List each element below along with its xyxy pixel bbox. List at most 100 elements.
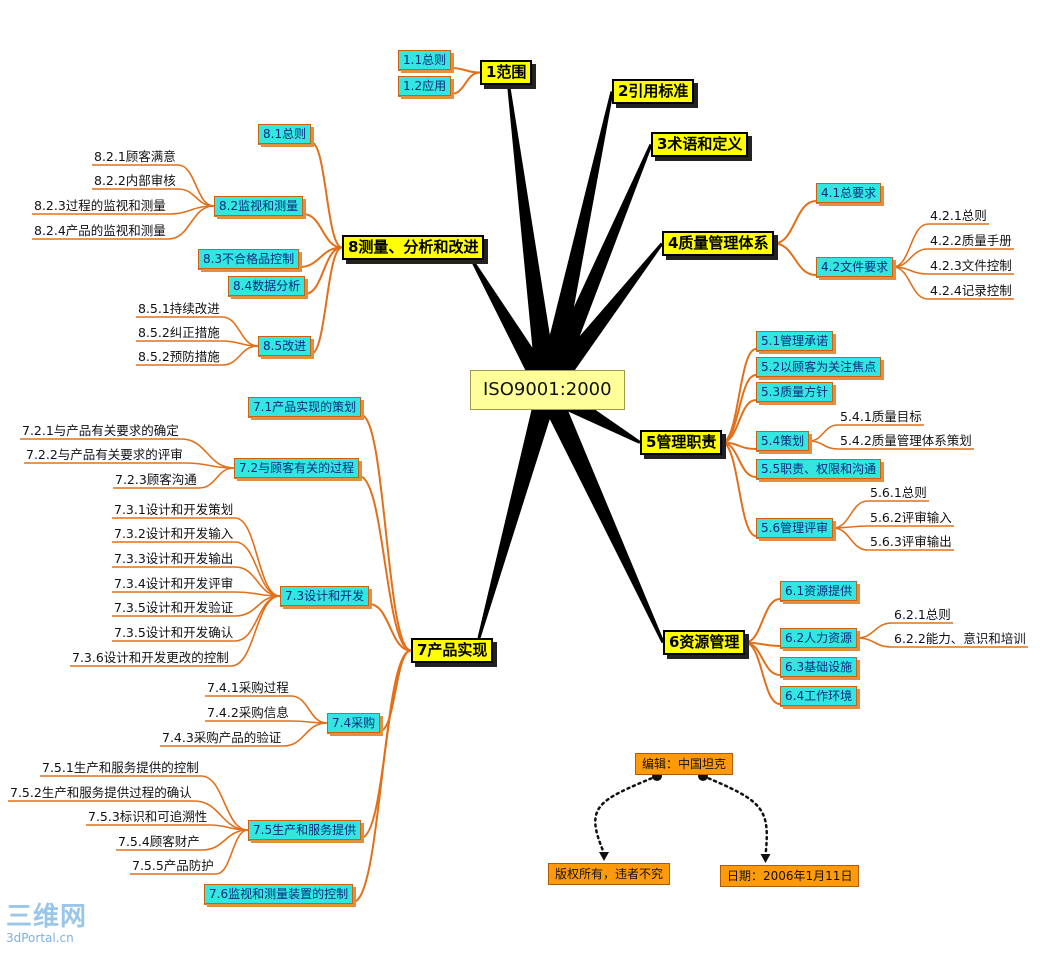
branch-line <box>450 71 481 95</box>
branch-line <box>358 475 412 652</box>
leaf-7-2-1: 7.2.1与产品有关要求的确定 <box>22 423 179 438</box>
leaf-8-2-2: 8.2.2内部审核 <box>94 173 176 188</box>
leaf-7-4-3: 7.4.3采购产品的验证 <box>162 730 282 745</box>
leaf-line <box>167 205 215 240</box>
branch-line <box>721 441 757 537</box>
subsection-7-2[interactable]: 7.2与顾客有关的过程 <box>234 458 360 478</box>
subsection-5-1[interactable]: 5.1管理承诺 <box>756 331 834 351</box>
leaf-7-2-2: 7.2.2与产品有关要求的评审 <box>26 447 183 462</box>
subsection-8-4[interactable]: 8.4数据分析 <box>228 276 306 296</box>
leaf-7-3-7: 7.3.6设计和开发更改的控制 <box>72 650 229 665</box>
subsection-5-4[interactable]: 5.4策划 <box>756 431 810 451</box>
leaf-5-4-2: 5.4.2质量管理体系策划 <box>840 433 972 448</box>
note-editor: 编辑：中国坦克 <box>635 753 734 775</box>
dotted-arrow-date <box>701 774 769 857</box>
leaf-line <box>832 527 869 551</box>
subsection-5-2[interactable]: 5.2以顾客为关注焦点 <box>756 357 882 377</box>
arrow-head-date <box>760 854 771 863</box>
leaf-5-6-1: 5.6.1总则 <box>870 485 927 500</box>
leaf-7-5-1: 7.5.1生产和服务提供的控制 <box>42 760 199 775</box>
subsection-7-5[interactable]: 7.5生产和服务提供 <box>248 820 362 840</box>
leaf-line <box>184 462 235 469</box>
leaf-4-2-2: 4.2.2质量手册 <box>930 233 1012 248</box>
subsection-8-2[interactable]: 8.2监视和测量 <box>214 196 304 216</box>
leaf-line <box>215 829 249 875</box>
branch-line <box>773 200 817 245</box>
leaf-line <box>234 517 281 597</box>
leaf-line <box>201 829 249 851</box>
section-4[interactable]: 4质量管理体系 <box>662 231 775 256</box>
section-6[interactable]: 6资源管理 <box>663 630 746 655</box>
branch-line <box>721 399 757 444</box>
trunk-1 <box>507 84 559 392</box>
leaf-7-5-2: 7.5.2生产和服务提供过程的确认 <box>10 785 192 800</box>
leaf-4-2-3: 4.2.3文件控制 <box>930 258 1012 273</box>
leaf-5-4-1: 5.4.1质量目标 <box>840 409 922 424</box>
subsection-1-1[interactable]: 1.1总则 <box>398 50 452 70</box>
central-topic[interactable]: ISO9001:2000 <box>470 370 625 410</box>
subsection-5-5[interactable]: 5.5职责、权限和沟通 <box>756 459 882 479</box>
leaf-7-3-6: 7.3.5设计和开发确认 <box>114 625 234 640</box>
leaf-7-3-4: 7.3.4设计和开发评审 <box>114 576 234 591</box>
leaf-8-2-3: 8.2.3过程的监视和测量 <box>34 198 166 213</box>
subsection-4-2[interactable]: 4.2文件要求 <box>816 257 894 277</box>
trunk-3 <box>537 143 653 395</box>
subsection-8-1[interactable]: 8.1总则 <box>258 124 312 144</box>
dotted-arrow-copyright <box>594 774 659 855</box>
subsection-5-3[interactable]: 5.3质量方针 <box>756 382 834 402</box>
branch-line <box>310 246 343 355</box>
trunk-6 <box>537 385 665 644</box>
leaf-7-5-4: 7.5.4顾客财产 <box>118 834 200 849</box>
trunk-7 <box>477 387 559 639</box>
subsection-6-3[interactable]: 6.3基础设施 <box>780 657 858 677</box>
leaf-line <box>230 595 281 667</box>
watermark-logo-text: 三维网 <box>6 902 88 932</box>
branch-line <box>304 246 343 295</box>
leaf-6-2-1: 6.2.1总则 <box>894 607 951 622</box>
subsection-1-2[interactable]: 1.2应用 <box>398 76 452 96</box>
leaf-line <box>282 722 328 747</box>
leaf-line <box>892 266 929 300</box>
leaf-8-5-2: 8.5.2纠正措施 <box>138 325 220 340</box>
section-8[interactable]: 8测量、分析和改进 <box>342 235 485 260</box>
subsection-6-4[interactable]: 6.4工作环境 <box>780 686 858 706</box>
subsection-8-5[interactable]: 8.5改进 <box>258 336 312 356</box>
subsection-8-3[interactable]: 8.3不合格品控制 <box>198 249 300 269</box>
leaf-line <box>808 440 839 450</box>
section-1[interactable]: 1范围 <box>480 60 533 85</box>
leaf-5-6-2: 5.6.2评审输入 <box>870 510 952 525</box>
section-3[interactable]: 3术语和定义 <box>651 132 749 157</box>
leaf-8-5-1: 8.5.1持续改进 <box>138 301 220 316</box>
subsection-4-1[interactable]: 4.1总要求 <box>816 183 882 203</box>
subsection-6-1[interactable]: 6.1资源提供 <box>780 581 858 601</box>
subsection-7-3[interactable]: 7.3设计和开发 <box>280 586 370 606</box>
leaf-7-5-3: 7.5.3标识和可追溯性 <box>88 809 208 824</box>
branch-line <box>368 603 412 652</box>
leaf-7-5-5: 7.5.5产品防护 <box>132 858 214 873</box>
subsection-6-2[interactable]: 6.2人力资源 <box>780 628 858 648</box>
leaf-4-2-4: 4.2.4记录控制 <box>930 283 1012 298</box>
branch-line <box>744 598 781 644</box>
subsection-7-4[interactable]: 7.4采购 <box>327 713 381 733</box>
leaf-line <box>221 345 259 366</box>
arrow-head-copyright <box>599 852 609 861</box>
subsection-5-6[interactable]: 5.6管理评审 <box>756 518 834 538</box>
trunk-8 <box>470 259 558 396</box>
leaf-8-2-1: 8.2.1顾客满意 <box>94 149 176 164</box>
subsection-7-1[interactable]: 7.1产品实现的策划 <box>248 397 362 417</box>
leaf-8-5-3: 8.5.2预防措施 <box>138 349 220 364</box>
branch-line <box>302 213 343 249</box>
leaf-line <box>856 637 893 648</box>
leaf-6-2-2: 6.2.2能力、意识和培训 <box>894 631 1026 646</box>
section-7[interactable]: 7产品实现 <box>411 638 494 663</box>
leaf-7-4-2: 7.4.2采购信息 <box>207 705 289 720</box>
leaf-7-3-5: 7.3.5设计和开发验证 <box>114 600 234 615</box>
section-5[interactable]: 5管理职责 <box>640 430 723 455</box>
leaf-7-2-3: 7.2.3顾客沟通 <box>115 472 197 487</box>
note-date: 日期：2006年1月11日 <box>720 865 860 887</box>
branch-line <box>352 649 412 903</box>
leaf-line <box>200 775 249 831</box>
section-2[interactable]: 2引用标准 <box>612 79 695 104</box>
subsection-7-6[interactable]: 7.6监视和测量装置的控制 <box>204 884 354 904</box>
